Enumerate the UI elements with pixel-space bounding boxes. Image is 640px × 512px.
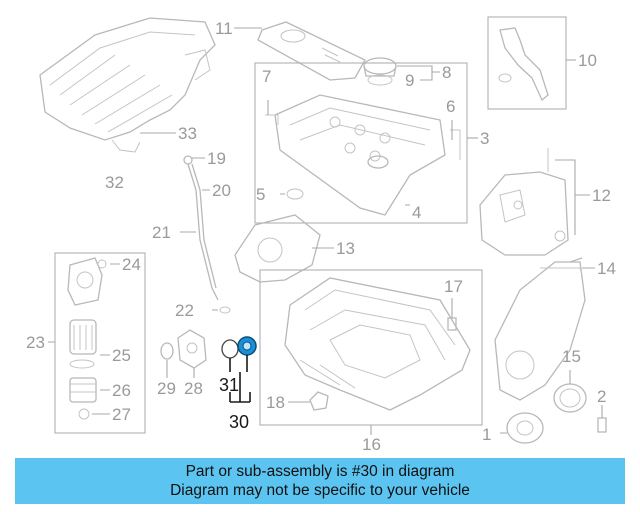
callout-7: 7 (262, 67, 271, 86)
callout-9: 9 (405, 71, 414, 90)
callout-27: 27 (112, 405, 131, 424)
seal-30-drawing (229, 336, 257, 403)
callout-32: 32 (105, 173, 124, 192)
intake-manifold-drawing (39, 17, 216, 153)
callout-11: 11 (215, 19, 233, 38)
callout-16: 16 (362, 435, 381, 454)
callout-25: 25 (112, 346, 131, 365)
callout-19: 19 (207, 149, 226, 168)
callout-3: 3 (480, 129, 489, 148)
callout-17: 17 (444, 277, 463, 296)
banner-line-1: Part or sub-assembly is #30 in diagram (185, 463, 455, 480)
callout-5: 5 (256, 185, 265, 204)
callout-13: 13 (336, 239, 355, 258)
callout-31: 31 (219, 375, 239, 395)
timing-case-drawing (494, 257, 607, 444)
callout-29: 29 (157, 379, 176, 398)
info-banner: Part or sub-assembly is #30 in diagram D… (15, 458, 625, 504)
callout-2: 2 (597, 387, 606, 406)
timing-housing-drawing (479, 148, 590, 256)
callout-8: 8 (442, 63, 451, 82)
callout-30: 30 (229, 412, 249, 432)
callout-18: 18 (266, 393, 285, 412)
engine-cover-drawing (234, 21, 366, 81)
seal-31-drawing (221, 339, 239, 372)
callout-24: 24 (122, 255, 141, 274)
callout-22: 22 (175, 301, 194, 320)
callout-4: 4 (412, 203, 421, 222)
banner-line-2: Diagram may not be specific to your vehi… (170, 482, 470, 499)
parts-diagram: 11 8 9 10 7 6 3 5 4 31 33 32 19 20 21 13… (26, 16, 616, 454)
callout-15: 15 (562, 347, 581, 366)
callout-20: 20 (212, 181, 231, 200)
callout-26: 26 (112, 381, 131, 400)
callout-23: 23 (26, 333, 45, 352)
valve-cover-drawing (254, 62, 478, 224)
callout-1: 1 (482, 425, 491, 444)
timing-cover-drawing (234, 214, 334, 283)
callout-12: 12 (592, 186, 611, 205)
callout-14: 14 (597, 259, 616, 278)
oil-filter-drawing (48, 252, 146, 434)
callout-10: 10 (578, 51, 597, 70)
oil-cap-drawing (363, 57, 440, 86)
breather-hose-drawing (487, 16, 576, 110)
callout-21: 21 (152, 223, 171, 242)
dipstick-drawing (180, 155, 231, 314)
drain-plug-drawing (288, 298, 457, 411)
callout-6: 6 (446, 97, 455, 116)
oil-pan-drawing (259, 269, 483, 435)
oil-cooler-drawing (160, 329, 207, 378)
callout-28: 28 (184, 379, 203, 398)
callout-33-text: 33 (178, 124, 197, 143)
